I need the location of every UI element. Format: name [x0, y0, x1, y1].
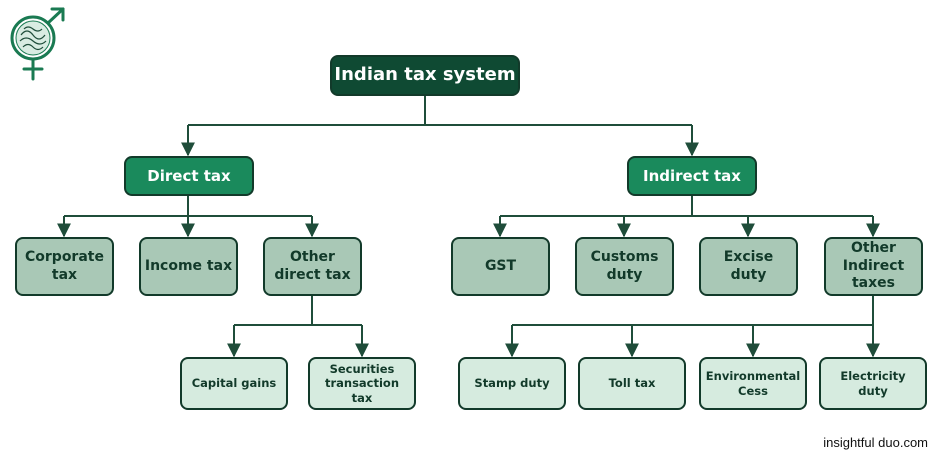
- excise-duty-node: Excise duty: [699, 237, 798, 296]
- electricity-duty-node: Electricity duty: [819, 357, 927, 410]
- gender-symbol-icon: [10, 7, 65, 81]
- other-indirect-taxes-node: Other Indirect taxes: [824, 237, 923, 296]
- securities-transaction-tax-node: Securities transaction tax: [308, 357, 416, 410]
- income-tax-node: Income tax: [139, 237, 238, 296]
- capital-gains-node: Capital gains: [180, 357, 288, 410]
- toll-tax-node: Toll tax: [578, 357, 686, 410]
- stamp-duty-node: Stamp duty: [458, 357, 566, 410]
- gst-node: GST: [451, 237, 550, 296]
- indirect-tax-node: Indirect tax: [627, 156, 757, 196]
- environmental-cess-node: Environmental Cess: [699, 357, 807, 410]
- customs-duty-node: Customs duty: [575, 237, 674, 296]
- corporate-tax-node: Corporate tax: [15, 237, 114, 296]
- direct-tax-node: Direct tax: [124, 156, 254, 196]
- watermark-text: insightful duo.com: [823, 435, 928, 450]
- other-direct-tax-node: Other direct tax: [263, 237, 362, 296]
- root-node: Indian tax system: [330, 55, 520, 96]
